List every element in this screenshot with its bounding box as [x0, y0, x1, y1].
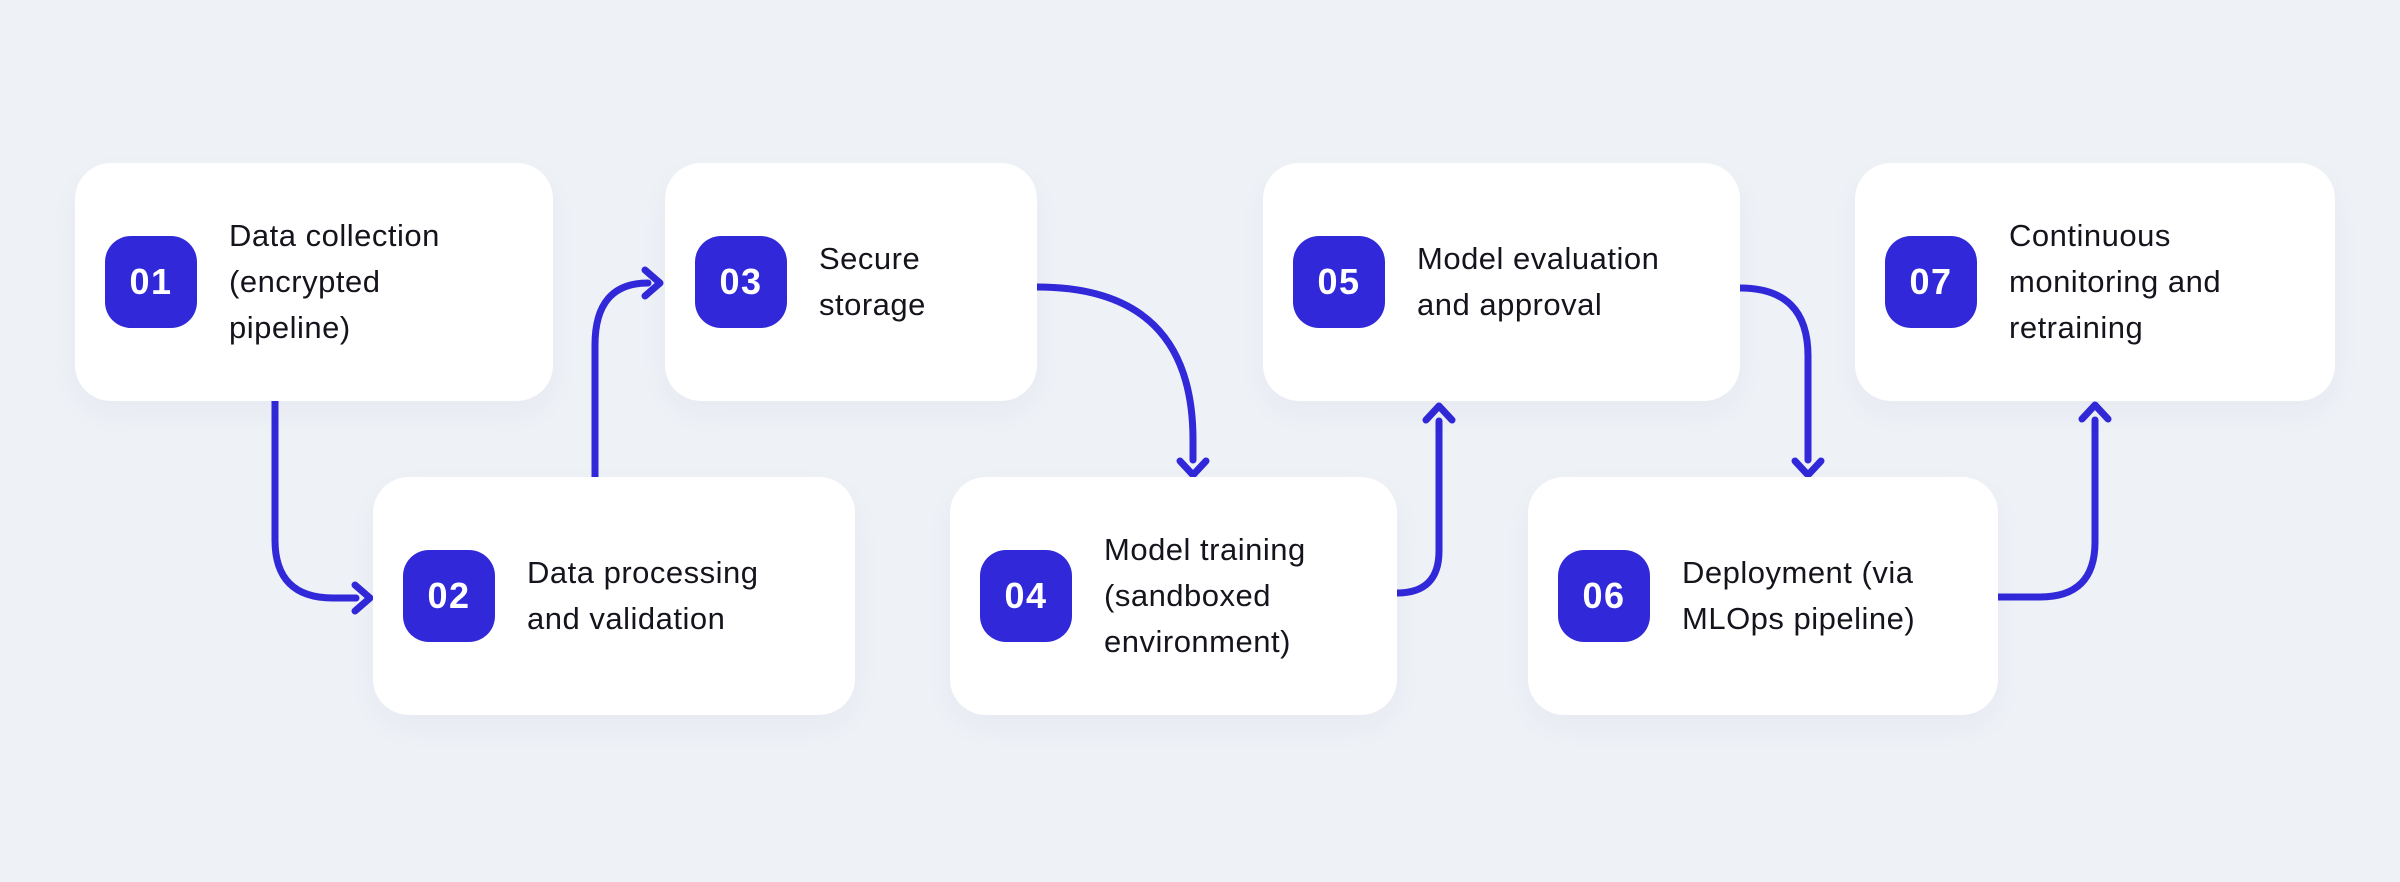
arrow-up-icon: [2078, 401, 2112, 423]
arrow-up-icon: [1422, 402, 1456, 424]
step-number: 03: [719, 261, 763, 302]
connector-01-02: [271, 397, 360, 602]
step-number-badge: 05: [1293, 236, 1385, 328]
step-label: Data processing and validation: [527, 555, 759, 636]
step-card-07: 07 Continuous monitoring and retraining: [1855, 163, 2335, 401]
step-card-05: 05 Model evaluation and approval: [1263, 163, 1740, 401]
step-number-badge: 03: [695, 236, 787, 328]
arrow-right-icon: [641, 266, 664, 300]
step-label: Model training (sandboxed environment): [1104, 532, 1306, 659]
step-number: 07: [1909, 261, 1953, 302]
step-card-02: 02 Data processing and validation: [373, 477, 855, 715]
connector-03-04: [1033, 283, 1197, 464]
step-number: 04: [1004, 575, 1048, 616]
connector-06-07: [1994, 416, 2099, 601]
step-number: 05: [1317, 261, 1361, 302]
step-card-01: 01 Data collection (encrypted pipeline): [75, 163, 553, 401]
step-label: Deployment (via MLOps pipeline): [1682, 555, 1916, 636]
step-number: 01: [129, 261, 173, 302]
arrow-right-icon: [351, 581, 374, 615]
step-number-badge: 01: [105, 236, 197, 328]
step-number-badge: 06: [1558, 550, 1650, 642]
step-label: Data collection (encrypted pipeline): [229, 218, 440, 345]
step-card-03: 03 Secure storage: [665, 163, 1037, 401]
step-card-04: 04 Model training (sandboxed environment…: [950, 477, 1397, 715]
connector-04-05: [1393, 417, 1443, 597]
arrow-down-icon: [1791, 457, 1825, 479]
step-number-badge: 02: [403, 550, 495, 642]
step-number-badge: 07: [1885, 236, 1977, 328]
connector-02-03: [591, 279, 652, 481]
step-number: 06: [1582, 575, 1626, 616]
step-number-badge: 04: [980, 550, 1072, 642]
step-card-06: 06 Deployment (via MLOps pipeline): [1528, 477, 1998, 715]
step-label: Model evaluation and approval: [1417, 241, 1660, 322]
arrow-down-icon: [1176, 457, 1210, 479]
connector-05-06: [1736, 284, 1812, 464]
step-number: 02: [427, 575, 471, 616]
step-label: Continuous monitoring and retraining: [2009, 218, 2222, 345]
step-label: Secure storage: [819, 241, 926, 322]
